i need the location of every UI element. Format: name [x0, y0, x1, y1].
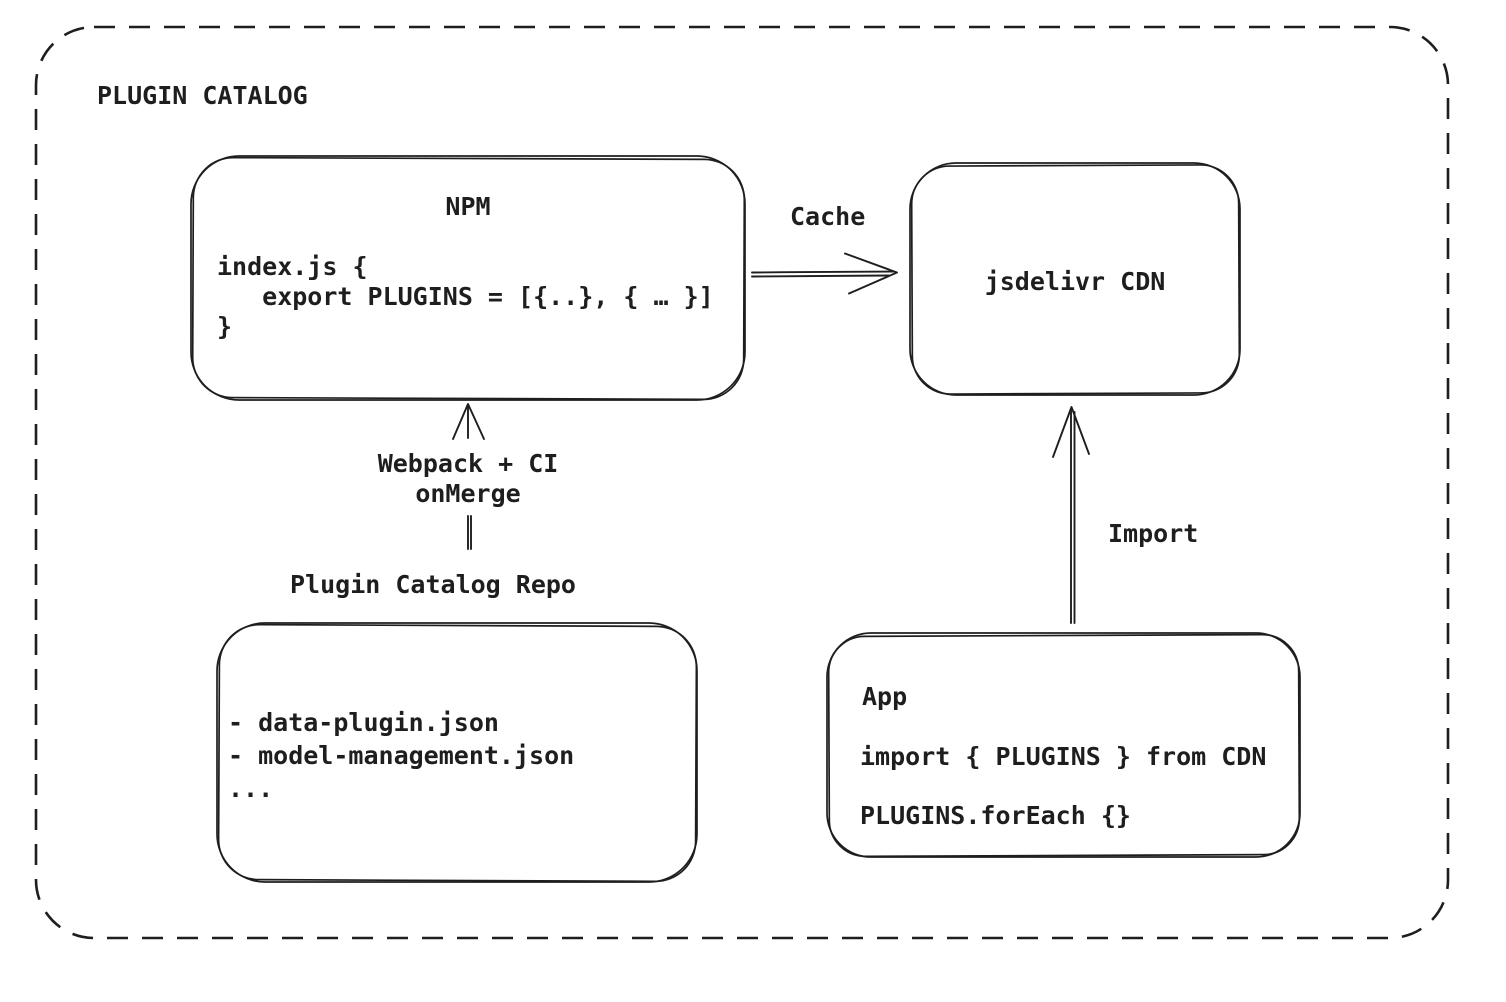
npm-code-line: index.js { [217, 252, 368, 281]
repo-file-item: ... [228, 774, 274, 803]
app-code-line: import { PLUGINS } from CDN [860, 742, 1267, 771]
repo-box-outline [217, 623, 697, 882]
repo-file-list: - data-plugin.json - model-management.js… [228, 706, 574, 805]
cdn-box-title: jsdelivr CDN [984, 267, 1166, 296]
import-arrow [1053, 407, 1089, 623]
npm-code-line: export PLUGINS = [{..}, { … }] [217, 282, 714, 311]
npm-code-block: index.js { export PLUGINS = [{..}, { … }… [217, 252, 714, 342]
npm-box-title: NPM [445, 192, 491, 221]
build-arrow-label-line1: Webpack + CI [377, 449, 559, 478]
cache-arrow [752, 254, 897, 294]
cache-arrow-label: Cache [790, 202, 866, 231]
app-code-line: PLUGINS.forEach {} [860, 801, 1131, 830]
repo-file-item: - data-plugin.json [228, 708, 499, 737]
cdn-box-outline [910, 163, 1240, 395]
import-arrow-label: Import [1108, 519, 1199, 548]
build-arrow-label-line2: onMerge [415, 479, 521, 508]
catalog-boundary-outline [36, 27, 1448, 938]
build-arrow [453, 404, 484, 549]
diagram-title: PLUGIN CATALOG [97, 81, 308, 110]
app-box-title: App [862, 682, 908, 711]
app-box-outline [827, 633, 1300, 857]
repo-box-label: Plugin Catalog Repo [290, 570, 576, 599]
npm-box-outline [191, 156, 745, 400]
build-arrow-label: Webpack + CI onMerge [318, 449, 618, 509]
npm-code-line: } [217, 312, 233, 341]
repo-file-item: - model-management.json [228, 741, 575, 770]
